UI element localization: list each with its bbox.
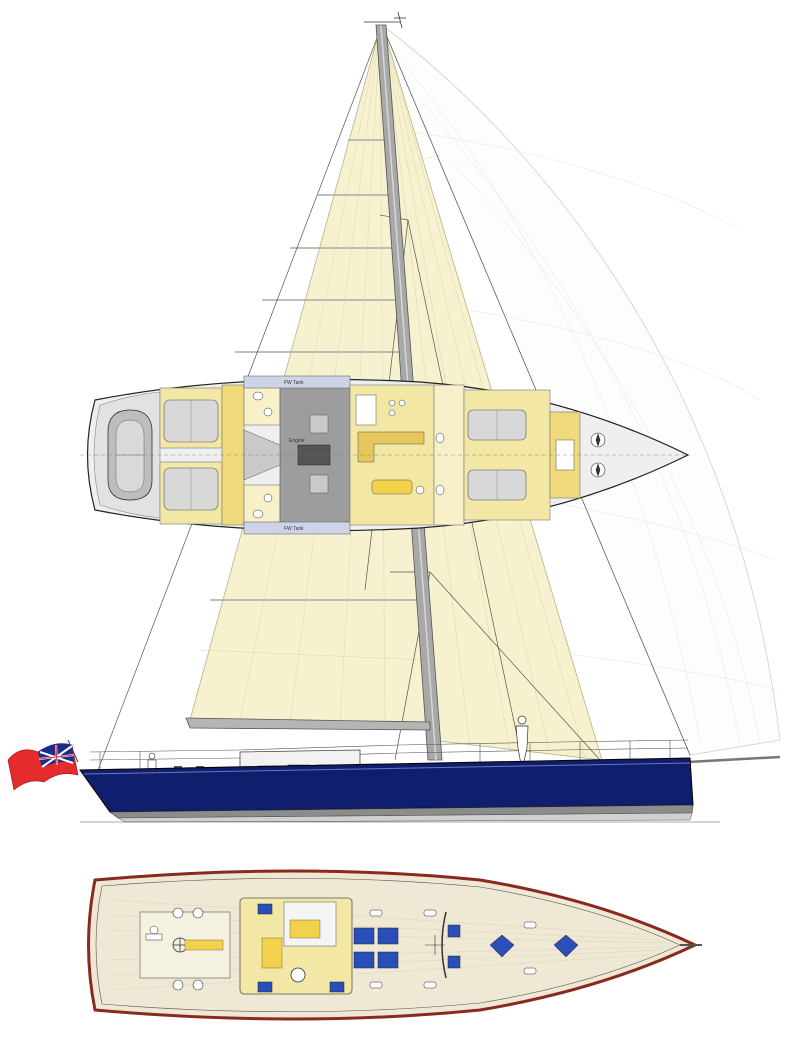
masthead-wind-instrument-icon	[364, 11, 406, 29]
compass-rose-icon	[425, 935, 445, 955]
hull-topsides	[79, 757, 694, 813]
deck-plan	[87, 869, 702, 1021]
engine-label: Engine	[289, 438, 305, 444]
hatch-icon	[257, 903, 345, 993]
boom	[185, 717, 431, 731]
winch-icon	[172, 907, 204, 991]
steering-wheel-icon	[290, 967, 306, 983]
hull-profile	[67, 715, 720, 823]
mainsail-panel-lines	[199, 27, 426, 729]
aft-heads	[243, 384, 281, 526]
fw-tank-upper-label: FW Tank	[284, 380, 304, 386]
mainsail-battens	[210, 139, 422, 601]
lifelines	[89, 739, 689, 761]
winch-icon	[369, 909, 537, 989]
red-ensign-flag	[7, 743, 79, 791]
hatch-icon	[353, 924, 579, 969]
gennaker-sail	[381, 23, 781, 756]
compass-rose-icon	[590, 432, 606, 478]
figure-silhouette-icon	[515, 715, 529, 771]
bowsprit	[687, 755, 781, 764]
aft-cabin	[159, 384, 245, 526]
figure-silhouette-icon	[145, 925, 163, 941]
fw-tank-lower-label: FW Tank	[284, 526, 304, 532]
accommodation-plan: FW Tank FW Tank Engine	[80, 375, 690, 535]
